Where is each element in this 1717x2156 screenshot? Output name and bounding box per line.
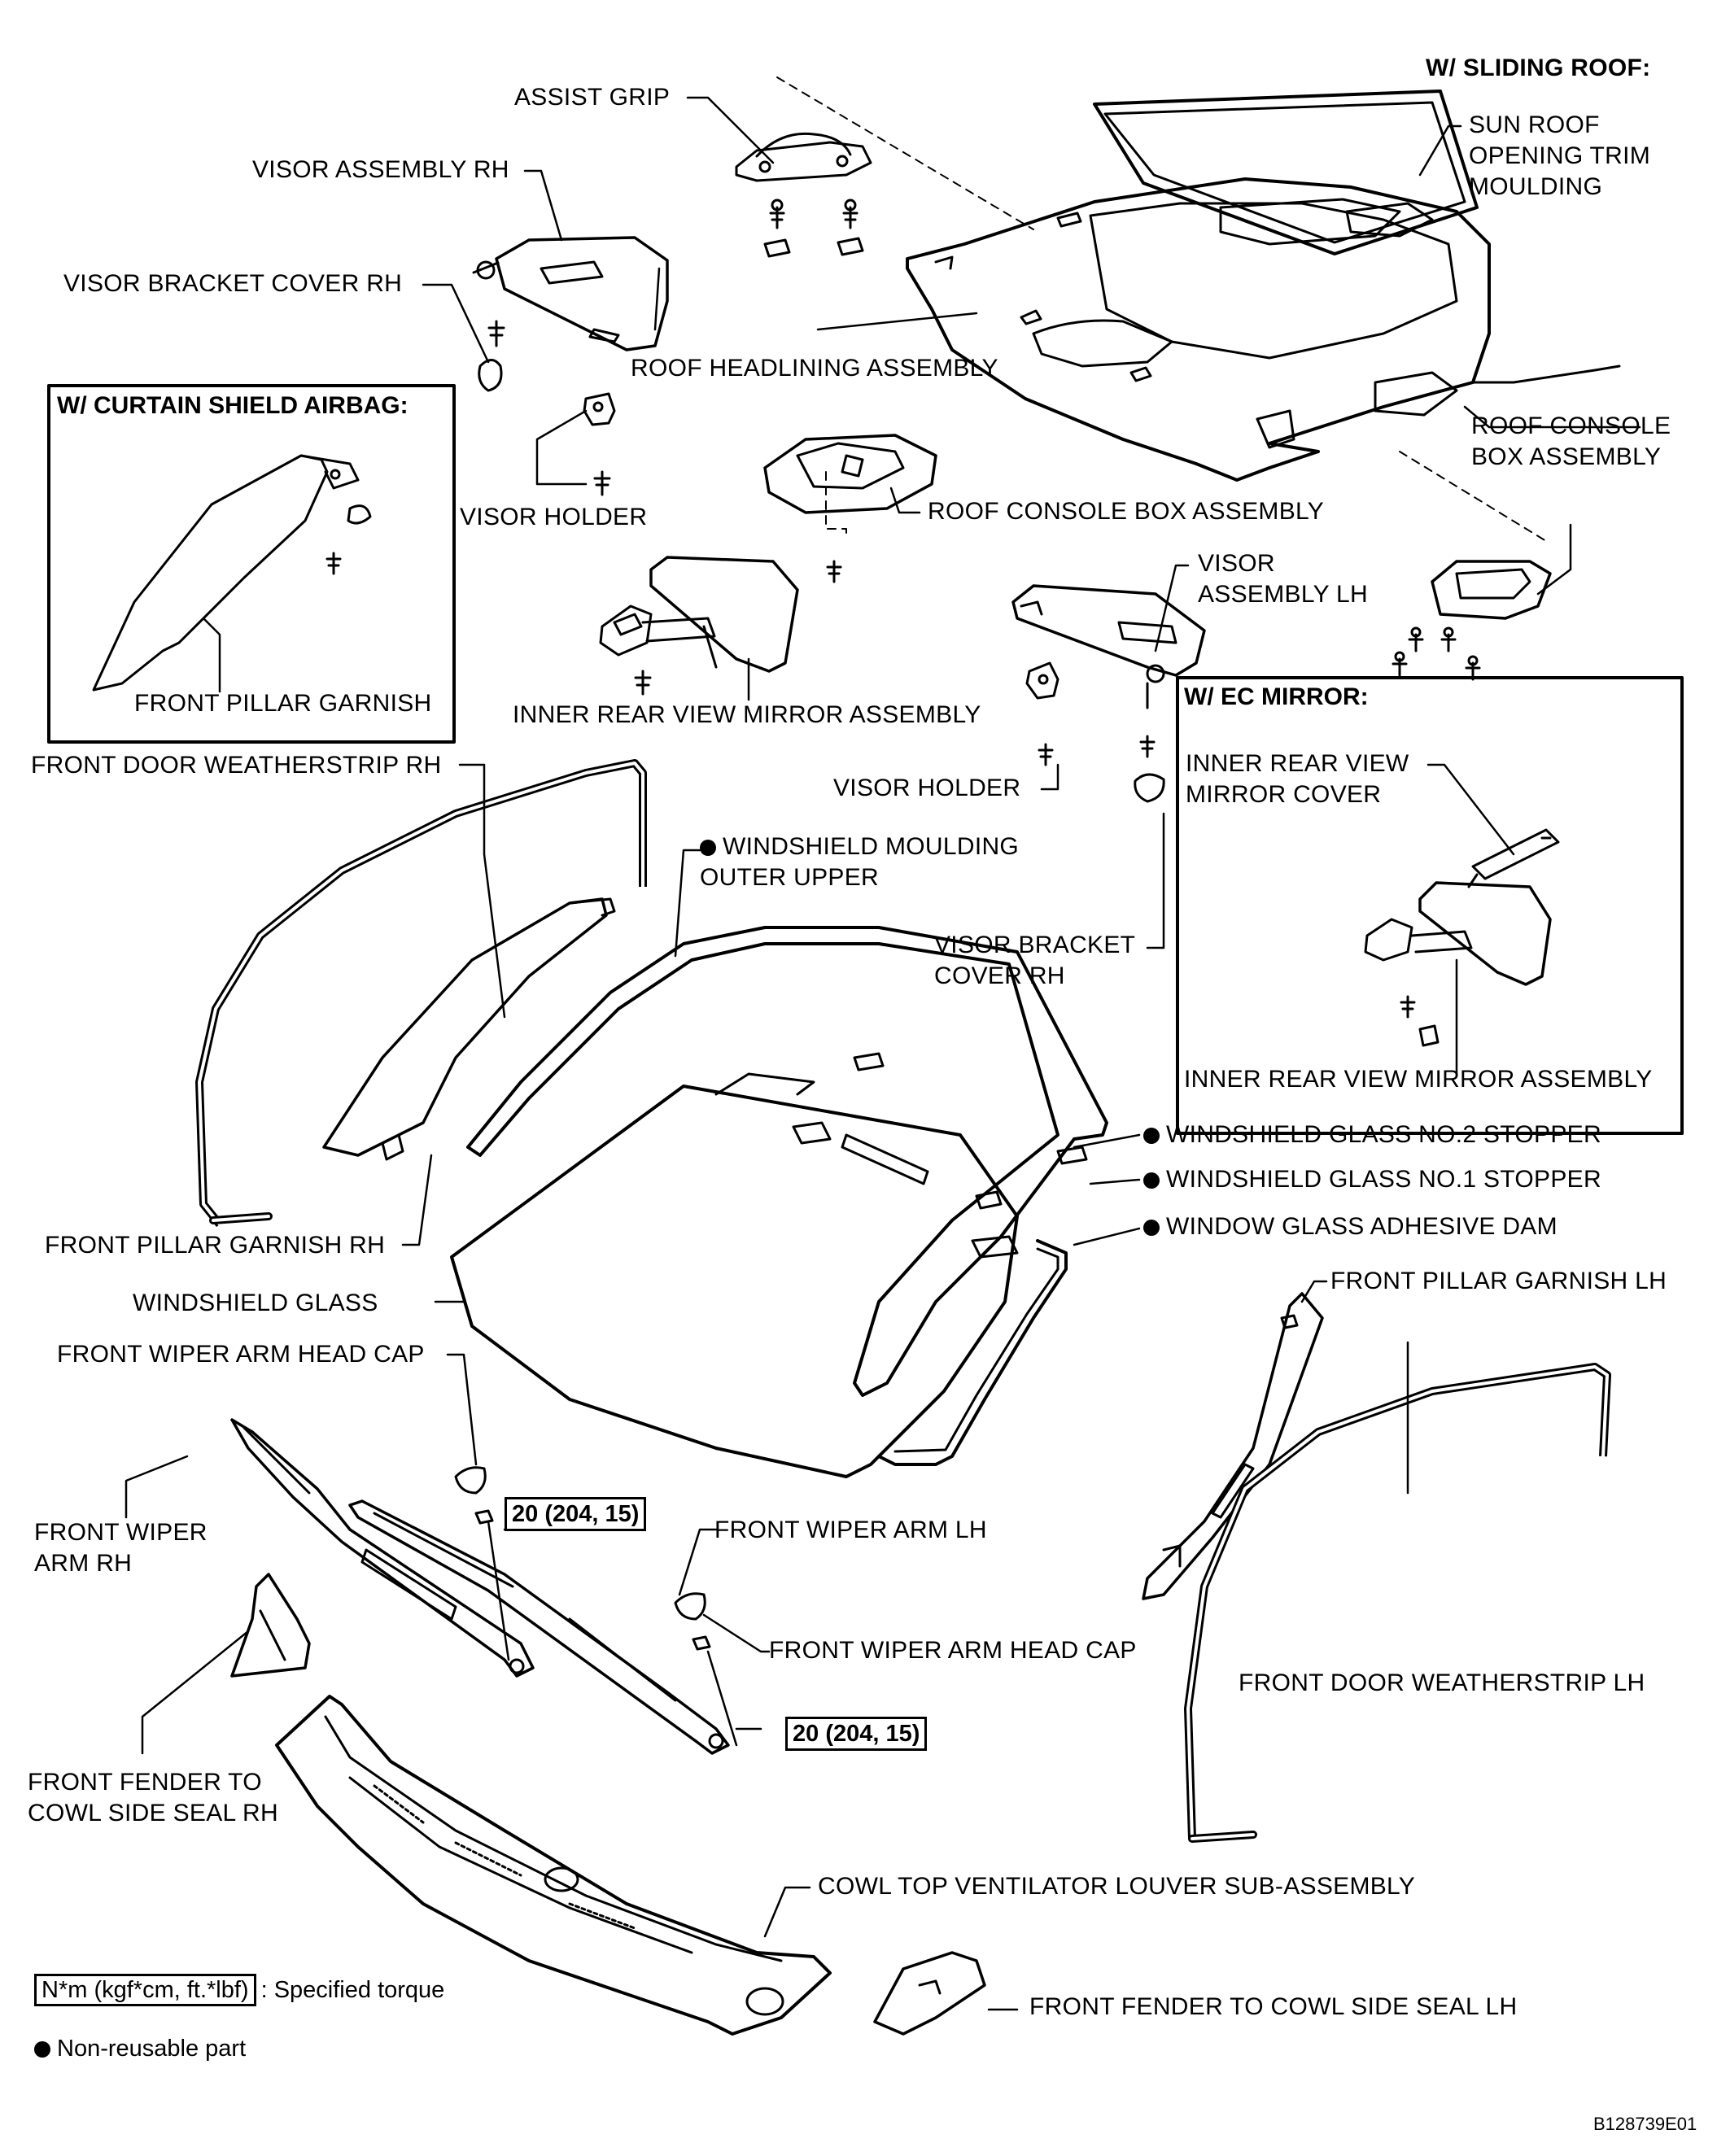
ec-mirror-parts [1364,828,1560,1047]
ws-glass-no1-text: WINDSHIELD GLASS NO.1 STOPPER [1166,1166,1601,1193]
leader-lines [125,96,1641,2011]
fender-seal-lh-label: FRONT FENDER TO COWL SIDE SEAL LH [1029,1993,1518,2020]
roof-console-box-part [763,434,937,583]
wiper-head-cap-right-label: FRONT WIPER ARM HEAD CAP [769,1637,1137,1664]
ws-glass-no2-label: WINDSHIELD GLASS NO.2 STOPPER [1143,1119,1601,1150]
ws-glass-no1-label: WINDSHIELD GLASS NO.1 STOPPER [1143,1164,1601,1195]
cowl-louver-label: COWL TOP VENTILATOR LOUVER SUB-ASSEMBLY [818,1873,1416,1900]
front-door-weatherstrip-rh-part [195,759,647,1228]
visor-holder-left-label: VISOR HOLDER [460,504,648,530]
front-pillar-garnish-rh-part [322,897,616,1161]
non-reusable-mark [1143,1220,1160,1236]
front-door-weatherstrip-rh-label: FRONT DOOR WEATHERSTRIP RH [31,752,442,779]
non-reusable-mark [700,840,716,856]
ec-mirror-box [1176,676,1684,1135]
cowl-louver-part [275,1695,832,2036]
visor-bracket-cover-rh-top-label: VISOR BRACKET COVER RH [63,270,403,297]
assist-grip-part [735,132,872,258]
nonreusable-legend-text: Non-reusable part [57,2036,247,2062]
fender-seal-rh-part [230,1573,311,1678]
windshield-moulding-text: WINDSHIELD MOULDING OUTER UPPER [700,833,1020,891]
front-pillar-garnish-rh-label: FRONT PILLAR GARNISH RH [45,1232,386,1259]
curtain-shield-airbag-title: W/ CURTAIN SHIELD AIRBAG: [57,392,408,419]
windshield-moulding-label: WINDSHIELD MOULDING OUTER UPPER [700,831,1019,893]
torque-spec-lh: 20 (204, 15) [785,1717,928,1751]
front-wiper-arm-rh-label: FRONT WIPER ARM RH [34,1519,208,1577]
figure-code: B128739E01 [1593,2114,1697,2134]
inner-rear-view-mirror-label: INNER REAR VIEW MIRROR ASSEMBLY [513,701,981,728]
front-pillar-garnish-part [92,454,372,692]
roof-headlining-assembly [906,177,1621,482]
visor-holder-center-label: VISOR HOLDER [833,775,1021,801]
visor-assembly-rh-label: VISOR ASSEMBLY RH [252,156,509,183]
mirror-cover-label: INNER REAR VIEW MIRROR COVER [1186,750,1409,808]
w-sliding-roof-label: W/ SLIDING ROOF: [1426,55,1651,81]
non-reusable-mark [34,2041,50,2058]
ws-glass-no2-text: WINDSHIELD GLASS NO.2 STOPPER [1166,1121,1601,1148]
front-wiper-arm-lh-label: FRONT WIPER ARM LH [714,1517,987,1543]
front-door-weatherstrip-lh-part [1184,1363,1611,1843]
visor-assembly-lh-part [1011,584,1206,803]
front-wiper-arm-rh-part [230,1418,535,1678]
dashed-guide-lines [776,76,1547,542]
visor-bracket-cover-rh-mid-label: VISOR BRACKET COVER RH [934,932,1136,989]
visor-assembly-lh-label: VISOR ASSEMBLY LH [1198,550,1368,608]
front-pillar-garnish-lh-label: FRONT PILLAR GARNISH LH [1330,1268,1667,1294]
non-reusable-mark [1143,1172,1160,1189]
windshield-glass-part [450,1052,1088,1478]
front-pillar-garnish-label: FRONT PILLAR GARNISH [134,690,432,717]
adhesive-dam-part [877,1239,1068,1466]
nonreusable-legend: Non-reusable part [34,2036,246,2062]
front-pillar-garnish-lh-part [1142,1292,1324,1600]
wiper-head-caps [454,1466,711,1651]
roof-console-box-right-part [1392,560,1552,681]
sun-roof-trim-moulding [1093,89,1479,255]
ec-mirror-title: W/ EC MIRROR: [1184,683,1369,710]
assist-grip-label: ASSIST GRIP [514,84,671,111]
torque-legend: N*m (kgf*cm, ft.*lbf): Specified torque [34,1974,445,2006]
windshield-glass-label: WINDSHIELD GLASS [133,1290,378,1316]
visor-assembly-rh-part [472,236,669,392]
inner-rear-view-mirror-part [599,556,799,696]
fender-seal-lh-part [873,1951,986,2036]
ec-mirror-assembly-label: INNER REAR VIEW MIRROR ASSEMBLY [1184,1066,1653,1093]
wiper-head-cap-left-label: FRONT WIPER ARM HEAD CAP [57,1341,425,1368]
torque-leader-lines [487,1520,762,1747]
non-reusable-mark [1143,1128,1160,1144]
adhesive-dam-text: WINDOW GLASS ADHESIVE DAM [1166,1213,1558,1240]
sun-roof-trim-label: SUN ROOF OPENING TRIM MOULDING [1469,111,1651,200]
roof-headlining-label: ROOF HEADLINING ASSEMBLY [631,355,998,382]
curtain-shield-airbag-box [47,384,456,744]
fender-seal-rh-label: FRONT FENDER TO COWL SIDE SEAL RH [28,1769,278,1826]
roof-console-box-right-label: ROOF CONSOLE BOX ASSEMBLY [1471,412,1671,470]
torque-legend-key: N*m (kgf*cm, ft.*lbf) [34,1974,256,2006]
torque-spec-rh: 20 (204, 15) [505,1497,647,1531]
visor-holder-left-part [583,392,616,496]
windshield-moulding-part [466,926,1108,1397]
front-door-weatherstrip-lh-label: FRONT DOOR WEATHERSTRIP LH [1239,1669,1645,1696]
front-wiper-arm-lh-part [348,1499,730,1755]
roof-console-box-center-label: ROOF CONSOLE BOX ASSEMBLY [928,498,1325,525]
visor-holder-center-part [1025,661,1059,766]
torque-legend-text: : Specified torque [260,1977,445,2003]
adhesive-dam-label: WINDOW GLASS ADHESIVE DAM [1143,1211,1558,1242]
